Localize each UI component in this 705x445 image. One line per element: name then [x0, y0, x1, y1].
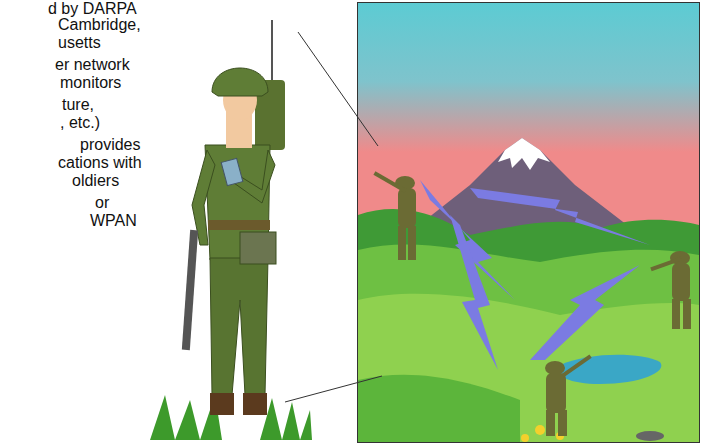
bullet-text-fragment: cations with	[58, 154, 142, 172]
radio-unit	[240, 232, 276, 264]
bullet-text-fragment: d by DARPA	[48, 0, 137, 18]
radio-link-bolt	[530, 265, 640, 360]
handheld-device	[221, 158, 243, 185]
flower	[535, 425, 545, 435]
bullet-text-fragment: monitors	[60, 74, 121, 92]
bullet-text-fragment: WPAN	[90, 212, 137, 230]
radio-link-bolt	[470, 188, 650, 245]
sky-panel	[358, 3, 700, 443]
bullet-text-fragment: , etc.)	[60, 114, 100, 132]
foreground-field	[358, 294, 699, 442]
soldier-figure	[150, 20, 312, 440]
foreground-slope	[358, 375, 520, 442]
boot	[210, 393, 234, 415]
leader-line	[298, 32, 378, 146]
bullet-text-fragment: er network	[55, 56, 130, 74]
belt	[208, 220, 270, 230]
bullet-text-fragment: provides	[80, 136, 140, 154]
helmet	[212, 68, 268, 96]
boot	[243, 393, 267, 415]
soldier-silhouette	[373, 171, 416, 260]
bullet-text-fragment: ture,	[62, 96, 94, 114]
leader-line	[285, 376, 382, 402]
bullet-text-fragment: Cambridge,	[58, 16, 141, 34]
rifle	[182, 230, 198, 350]
bullet-text-fragment: oldiers	[72, 172, 119, 190]
snow-cap	[498, 138, 550, 170]
bullet-text-fragment: or	[95, 194, 109, 212]
grass-tuft	[260, 398, 312, 440]
soldier-silhouette	[545, 354, 592, 436]
soldier-silhouette	[650, 251, 691, 329]
rock	[636, 431, 664, 441]
bullet-text-fragment: usetts	[58, 34, 101, 52]
lake	[558, 355, 661, 384]
trousers	[210, 258, 268, 395]
radio-link-bolt	[450, 215, 498, 370]
flower	[521, 434, 529, 442]
